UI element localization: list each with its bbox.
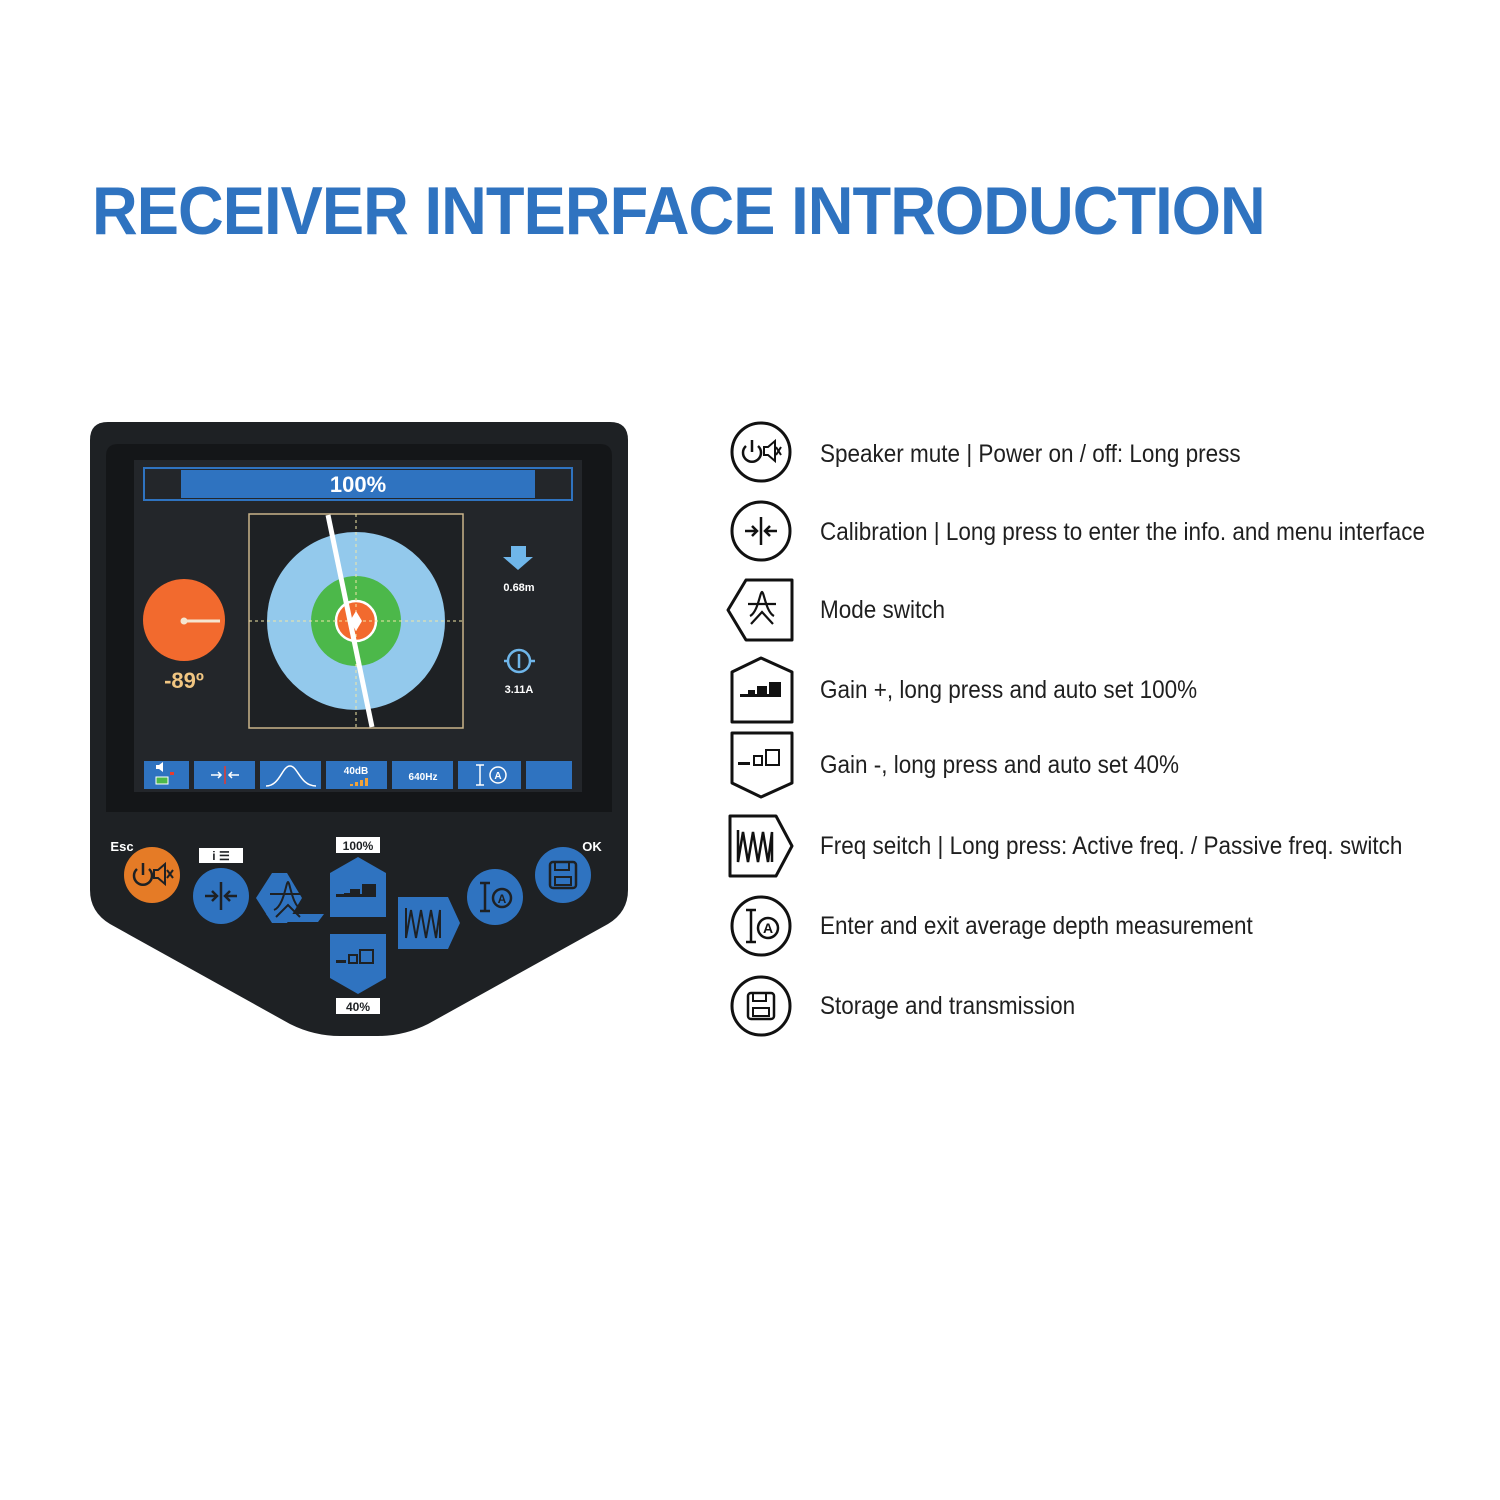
freq-switch-icon (728, 814, 794, 878)
legend-row-freq: Freq seitch | Long press: Active freq. /… (724, 810, 1464, 882)
info-menu-badge (199, 848, 243, 863)
legend-text: Gain -, long press and auto set 40% (820, 750, 1179, 779)
legend-row-save: Storage and transmission (724, 970, 1464, 1042)
target-view (248, 513, 464, 729)
save-button[interactable] (535, 847, 591, 903)
speaker-battery-icon (155, 762, 174, 785)
gain-bar (181, 470, 535, 498)
current-icon (504, 648, 535, 674)
legend-row-gain-up: Gain +, long press and auto set 100% (724, 654, 1464, 726)
mode-switch-icon (726, 578, 794, 642)
legend-text: Freq seitch | Long press: Active freq. /… (820, 831, 1403, 860)
receiver-device: 100% -89º 0.68m 3.11A (88, 420, 630, 1038)
gain-down-button[interactable] (330, 934, 386, 994)
average-depth-button[interactable]: A (467, 869, 523, 925)
gain-up-icon (730, 656, 794, 724)
gain-down-icon (730, 731, 794, 799)
current-value: 3.11A (505, 684, 534, 696)
svg-text:A: A (494, 771, 501, 782)
status-average-depth-icon (476, 764, 507, 786)
page-title: RECEIVER INTERFACE INTRODUCTION (92, 173, 1266, 249)
status-bar: 40dB 640Hz A (144, 761, 572, 789)
power-mute-icon (730, 421, 792, 483)
legend-text: Enter and exit average depth measurement (820, 911, 1253, 940)
angle-value: -89º (164, 668, 204, 693)
svg-text:40%: 40% (346, 1000, 370, 1014)
svg-text:i ☰: i ☰ (212, 849, 230, 863)
legend-text: Speaker mute | Power on / off: Long pres… (820, 439, 1241, 468)
freq-switch-button[interactable] (398, 897, 460, 949)
gain-up-badge (336, 837, 380, 853)
gain-bar-value: 100% (330, 472, 386, 497)
status-calibration-icon (211, 766, 239, 784)
svg-text:100%: 100% (343, 839, 374, 853)
ok-label: OK (582, 839, 602, 854)
gain-down-badge (336, 998, 380, 1014)
legend-text: Storage and transmission (820, 991, 1076, 1020)
save-icon (730, 975, 792, 1037)
status-signal-bars (350, 778, 368, 786)
legend-text: Mode switch (820, 595, 946, 624)
legend-row-gain-down: Gain -, long press and auto set 40% (724, 729, 1464, 801)
calibration-icon (730, 500, 792, 562)
power-mute-button[interactable] (124, 847, 180, 903)
mode-switch-button[interactable] (256, 873, 324, 923)
gain-up-button[interactable] (330, 857, 386, 917)
status-freq: 640Hz (409, 772, 438, 783)
svg-text:A: A (763, 920, 773, 936)
legend-row-calibration: Calibration | Long press to enter the in… (724, 496, 1464, 568)
average-depth-icon: A (730, 895, 792, 957)
depth-value: 0.68m (503, 582, 534, 594)
legend-row-mode: Mode switch (724, 574, 1464, 646)
legend-row-average-depth: A Enter and exit average depth measureme… (724, 890, 1464, 962)
calibration-button[interactable] (193, 868, 249, 924)
status-mode-icon (265, 765, 317, 787)
svg-text:A: A (498, 892, 507, 906)
legend-text: Gain +, long press and auto set 100% (820, 675, 1198, 704)
esc-label: Esc (110, 839, 133, 854)
legend-row-power: Speaker mute | Power on / off: Long pres… (724, 418, 1464, 490)
legend-text: Calibration | Long press to enter the in… (820, 517, 1425, 546)
status-gain-db: 40dB (344, 766, 368, 777)
depth-arrow-icon (503, 546, 533, 570)
angle-dial (143, 579, 225, 661)
